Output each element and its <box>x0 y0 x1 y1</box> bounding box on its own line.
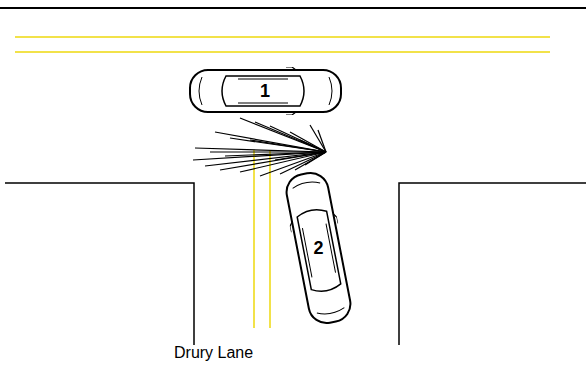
impact-burst <box>193 118 326 176</box>
center-line <box>269 150 271 328</box>
center-line <box>253 150 255 328</box>
road-edge <box>399 183 586 345</box>
car-mirror <box>289 213 338 232</box>
car-body <box>283 170 353 326</box>
vehicle-label-holder: 1 <box>188 67 343 115</box>
vehicle: 1 <box>188 67 343 115</box>
car-bumper <box>199 77 332 105</box>
impact-stroke <box>240 152 326 172</box>
car-cabin <box>296 207 341 293</box>
road-edge <box>0 7 586 9</box>
car-window <box>238 79 288 103</box>
vehicle: 2 <box>280 167 357 328</box>
vehicle-label-holder: 2 <box>280 167 357 328</box>
center-line <box>15 51 550 53</box>
vehicle-number: 2 <box>311 238 325 258</box>
car-body <box>190 70 341 112</box>
impact-stroke <box>275 152 326 160</box>
car-bumper <box>292 180 345 316</box>
impact-stroke <box>240 118 326 152</box>
impact-stroke <box>318 130 326 152</box>
car-mirror <box>286 67 296 115</box>
car-cabin <box>222 76 304 106</box>
street-name: Drury Lane <box>174 344 253 362</box>
car-window <box>302 224 335 278</box>
road-edge <box>5 183 194 345</box>
center-line <box>15 36 550 38</box>
impact-stroke <box>195 148 326 152</box>
impact-stroke <box>220 152 326 170</box>
impact-stroke <box>255 122 326 152</box>
impact-stroke <box>310 125 326 152</box>
vehicle-number: 1 <box>258 81 272 101</box>
impact-stroke <box>260 152 326 176</box>
